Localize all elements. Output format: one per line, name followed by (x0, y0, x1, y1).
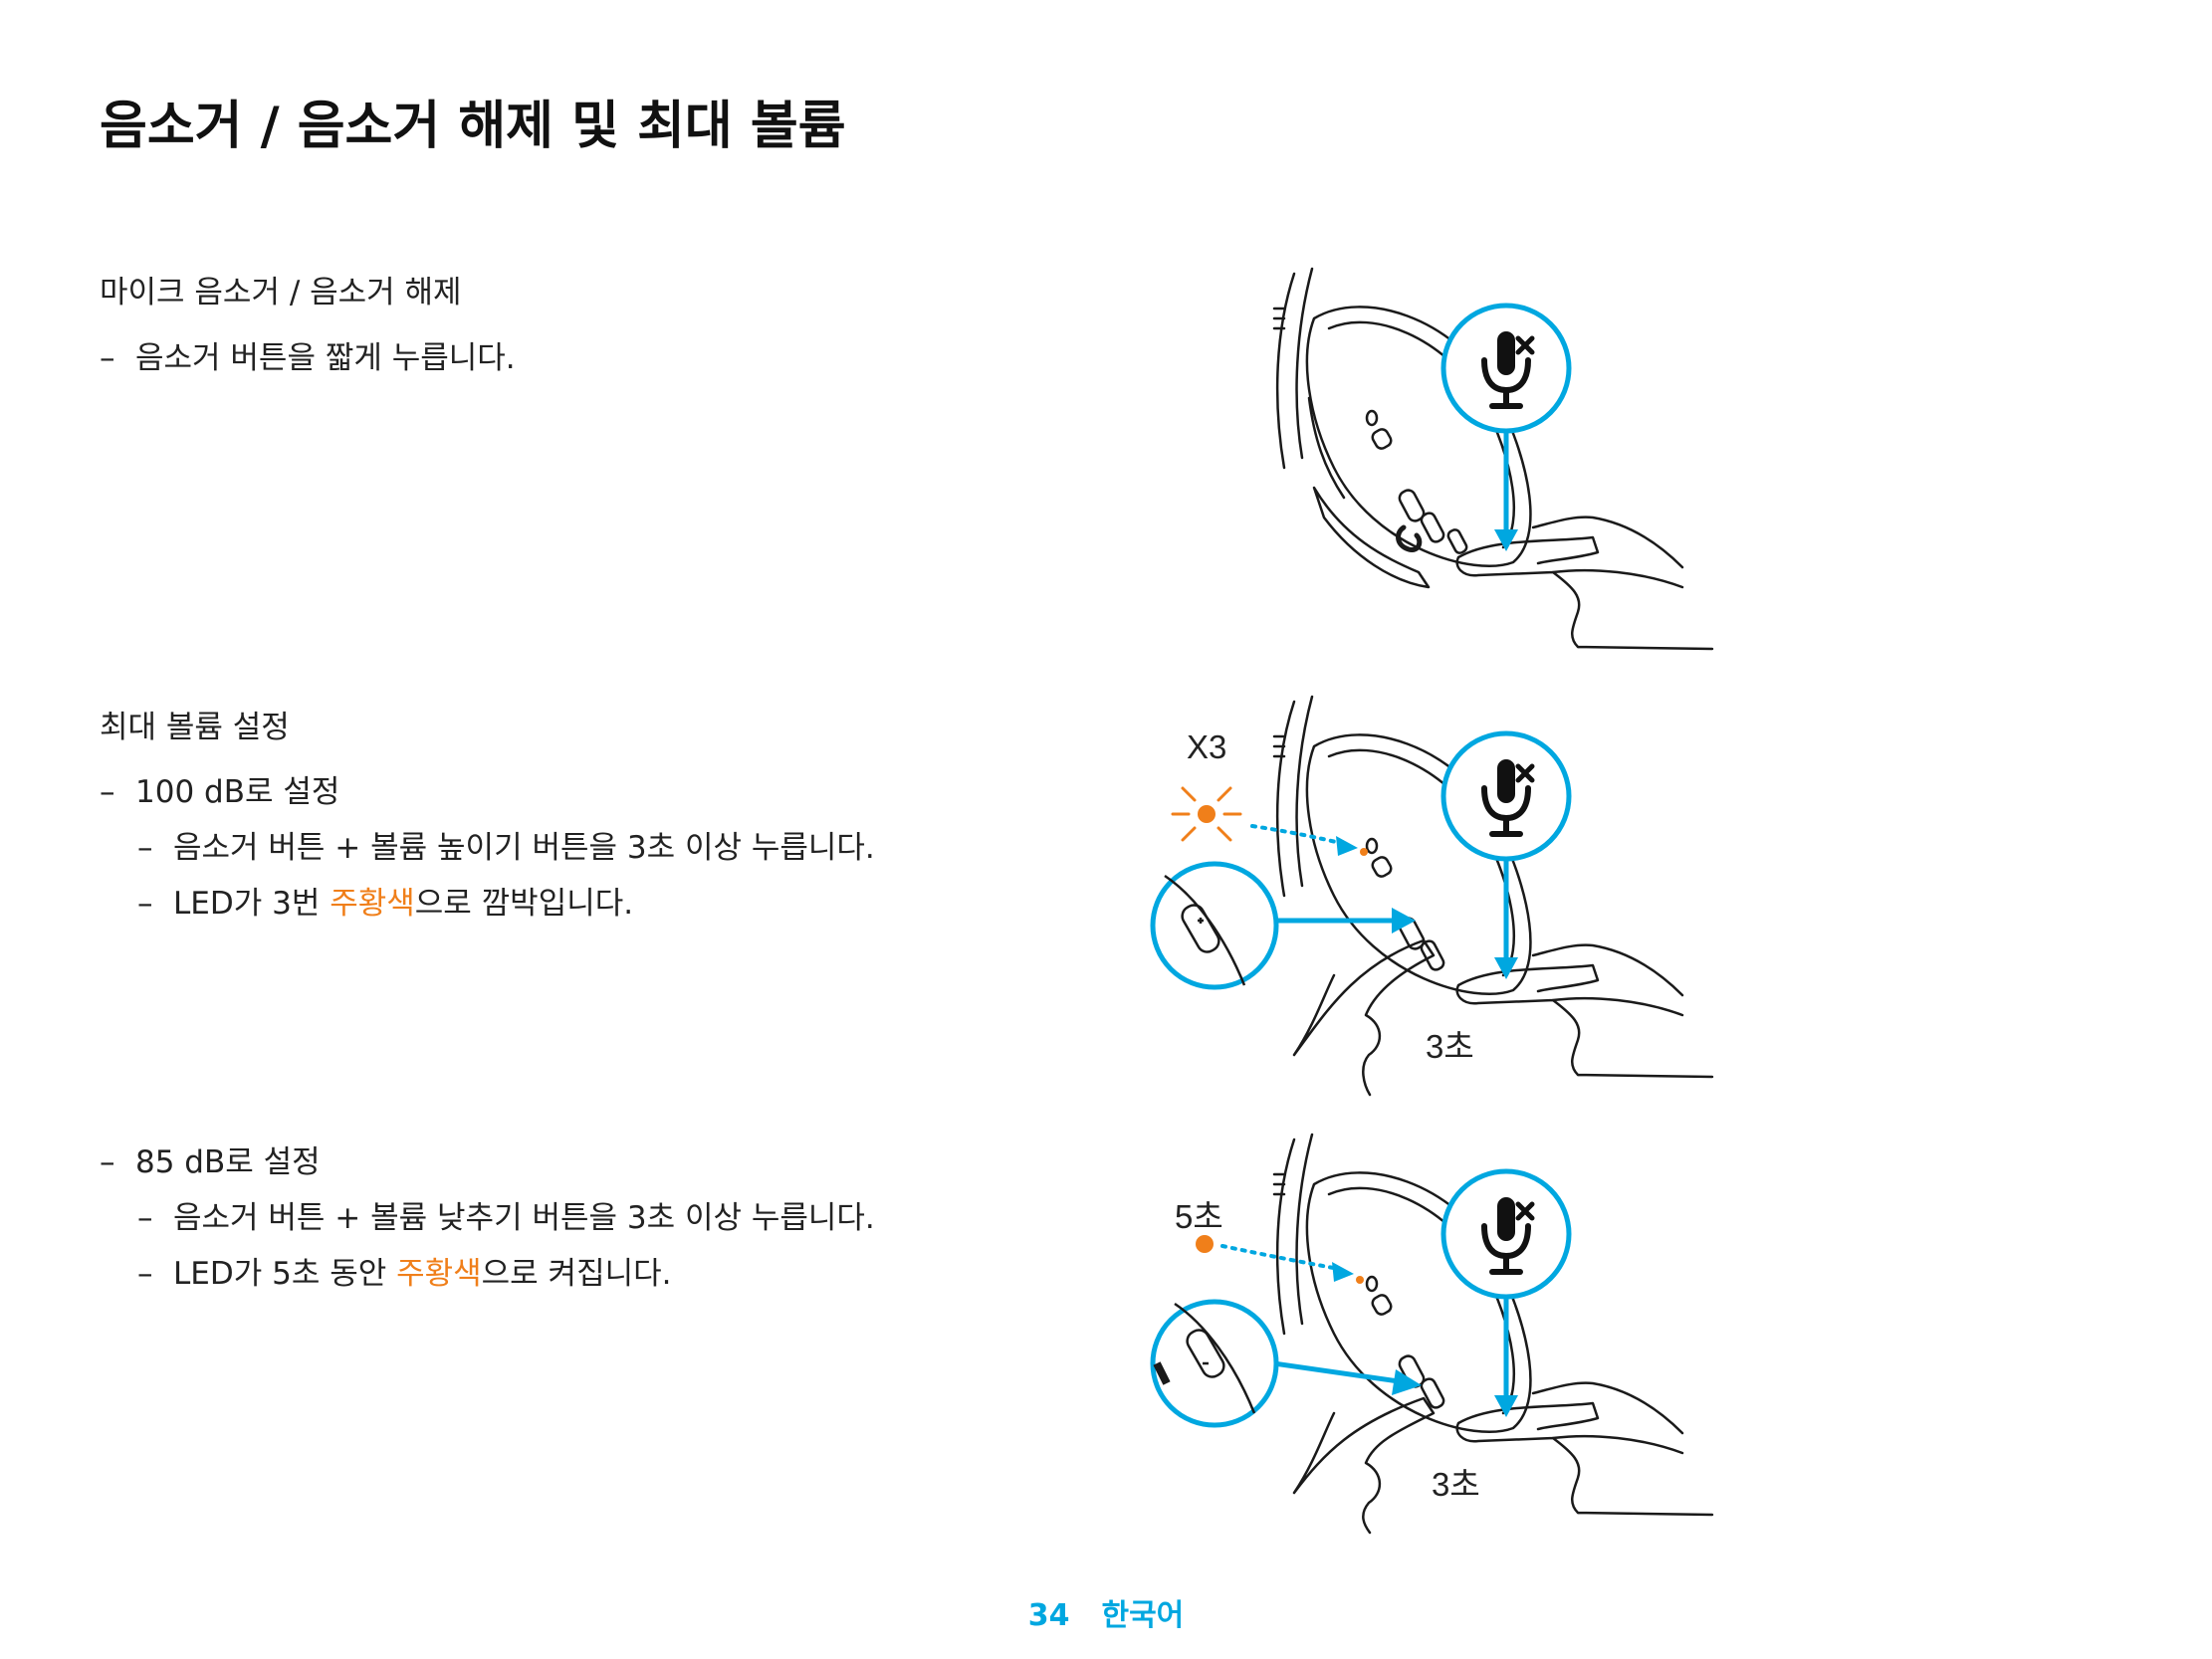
list-dash: – (137, 830, 153, 866)
step-85db-press: –음소거 버튼 + 볼륨 낮추기 버튼을 3초 이상 누릅니다. (137, 1192, 875, 1237)
option-100db: –100 dB로 설정 (100, 766, 339, 811)
led-pointer (1250, 824, 1346, 846)
led-blink-icon (1171, 786, 1242, 842)
list-dash: – (137, 1256, 153, 1292)
headband (1275, 267, 1314, 470)
list-dash: – (100, 1144, 115, 1180)
mute-illustration (1272, 267, 1714, 651)
step-100db-led-post: 으로 깜박입니다. (414, 886, 634, 922)
page-title: 음소거 / 음소거 해제 및 최대 볼륨 (100, 97, 846, 156)
option-85db-text: 85 dB로 설정 (135, 1144, 321, 1180)
mic-mute-icon (1481, 759, 1535, 837)
step-100db-press: –음소거 버튼 + 볼륨 높이기 버튼을 3초 이상 누릅니다. (137, 822, 875, 867)
mute-step: –음소거 버튼을 짧게 누릅니다. (100, 332, 516, 377)
led-pointer (1220, 1244, 1341, 1271)
page-footer: 34 한국어 (0, 1590, 2212, 1634)
option-100db-text: 100 dB로 설정 (135, 774, 340, 810)
volume-zoom-callout (1150, 861, 1279, 990)
step-100db-press-text: 음소거 버튼 + 볼륨 높이기 버튼을 3초 이상 누릅니다. (173, 830, 875, 866)
led-on-icon (1196, 1235, 1214, 1253)
mic-mute-icon (1481, 1197, 1535, 1275)
mic-mute-icon (1481, 331, 1535, 409)
orange-color-word: 주황색 (396, 1256, 482, 1292)
volume-up-illustration (1150, 695, 1714, 1097)
step-85db-led-post: 으로 켜집니다. (481, 1256, 672, 1292)
max-volume-heading: 최대 볼륨 설정 (100, 710, 290, 745)
mute-step-text: 음소거 버튼을 짧게 누릅니다. (135, 340, 516, 376)
volume-down-illustration (1150, 1133, 1714, 1535)
step-100db-led-pre: LED가 3번 (173, 886, 331, 922)
option-85db: –85 dB로 설정 (100, 1137, 321, 1181)
volume-zoom-callout (1150, 1299, 1279, 1428)
mute-heading: 마이크 음소거 / 음소거 해제 (100, 275, 462, 311)
step-85db-led: –LED가 5초 동안 주황색으로 켜집니다. (137, 1248, 671, 1293)
list-dash: – (100, 774, 115, 810)
list-dash: – (100, 340, 115, 376)
hand-illustration (1455, 516, 1714, 651)
step-85db-press-text: 음소거 버튼 + 볼륨 낮추기 버튼을 3초 이상 누릅니다. (173, 1200, 875, 1236)
orange-color-word: 주황색 (330, 886, 415, 922)
duration-label-5s: 5초 (1175, 1198, 1223, 1235)
step-85db-led-pre: LED가 5초 동안 (173, 1256, 397, 1292)
list-dash: – (137, 1200, 153, 1236)
earcup-outline (1305, 306, 1532, 567)
duration-label-3s: 3초 (1426, 1028, 1474, 1065)
blink-count-label: X3 (1187, 728, 1227, 765)
page-number: 34 (1027, 1598, 1070, 1633)
duration-label-3s: 3초 (1432, 1466, 1480, 1503)
list-dash: – (137, 886, 153, 922)
footer-language: 한국어 (1101, 1598, 1185, 1633)
step-100db-led: –LED가 3번 주황색으로 깜박입니다. (137, 878, 633, 923)
